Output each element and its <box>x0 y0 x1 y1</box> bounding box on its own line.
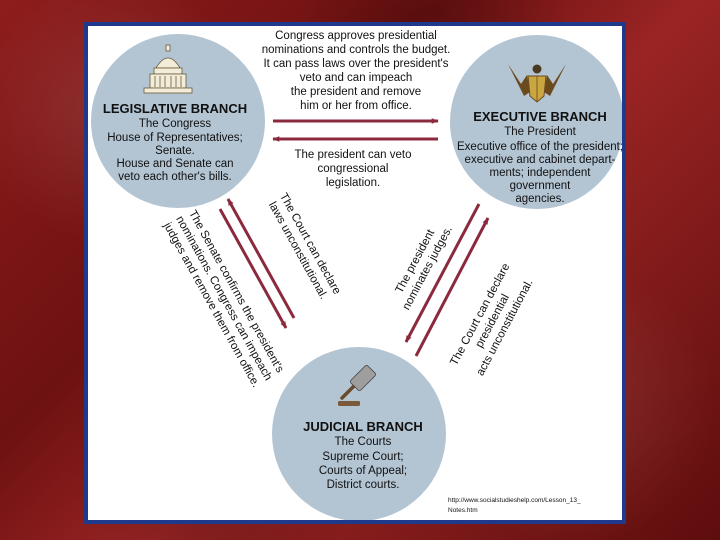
legislative-circle <box>91 34 265 208</box>
relation-line: veto and can impeach <box>300 72 413 84</box>
executive-text: EXECUTIVE BRANCH The President Executive… <box>457 109 622 205</box>
legislative-line: House and Senate can <box>116 158 233 170</box>
judicial-line: Courts of Appeal; <box>319 465 407 477</box>
arrow-court-to-congress <box>226 198 296 319</box>
capitol-icon <box>143 44 193 94</box>
legislative-title: LEGISLATIVE BRANCH <box>103 101 247 116</box>
relation-line: congressional <box>318 163 389 175</box>
senate-confirms-text: The Senate confirms the president's nomi… <box>160 208 285 389</box>
executive-title: EXECUTIVE BRANCH <box>473 109 607 124</box>
legislative-line: Senate. <box>155 145 195 157</box>
executive-subtitle: The President <box>504 126 576 138</box>
executive-circle <box>450 35 622 209</box>
executive-line: ments; independent <box>489 167 591 179</box>
relation-line: nominations and controls the budget. <box>262 44 451 56</box>
relation-line: legislation. <box>326 177 380 189</box>
judicial-title: JUDICIAL BRANCH <box>303 419 423 434</box>
relation-arrows <box>218 118 490 357</box>
judicial-text: JUDICIAL BRANCH The Courts Supreme Court… <box>303 419 423 491</box>
veto-text: The president can veto congressional leg… <box>295 149 412 189</box>
relation-line: him or her from office. <box>300 100 412 112</box>
legislative-text: LEGISLATIVE BRANCH The Congress House of… <box>103 101 247 183</box>
legislative-line: House of Representatives; <box>107 132 243 144</box>
source-url: Notes.htm <box>448 507 478 514</box>
diagram-panel: LEGISLATIVE BRANCH The Congress House of… <box>84 22 626 524</box>
arrow-president-to-court <box>404 203 481 343</box>
court-presidential-text: The Court can declare presidential acts … <box>448 262 535 378</box>
legislative-line: veto each other's bills. <box>118 171 231 183</box>
executive-line: executive and cabinet depart- <box>465 154 616 166</box>
relation-line: The president can veto <box>295 149 412 161</box>
judicial-circle <box>272 347 446 520</box>
gavel-icon <box>338 364 377 406</box>
legislative-subtitle: The Congress <box>139 118 211 130</box>
arrow-senate-to-judges <box>218 208 288 329</box>
arrow-court-to-president <box>414 217 490 357</box>
congress-powers-text: Congress approves presidential nominatio… <box>262 30 451 112</box>
executive-line: government <box>510 180 572 192</box>
judicial-line: Supreme Court; <box>322 451 403 463</box>
relation-line: It can pass laws over the president's <box>263 58 448 70</box>
eagle-seal-icon <box>508 64 566 103</box>
judicial-line: District courts. <box>327 479 400 491</box>
relation-line: the president and remove <box>291 86 421 98</box>
executive-line: agencies. <box>515 193 564 205</box>
relation-line: nominations. Congress can impeach <box>173 214 274 383</box>
executive-line: Executive office of the president; <box>457 141 622 153</box>
judicial-subtitle: The Courts <box>335 436 392 448</box>
source-url: http://www.socialstudieshelp.com/Lesson_… <box>448 497 581 504</box>
relation-line: Congress approves presidential <box>275 30 437 42</box>
branches-diagram: LEGISLATIVE BRANCH The Congress House of… <box>91 30 622 520</box>
